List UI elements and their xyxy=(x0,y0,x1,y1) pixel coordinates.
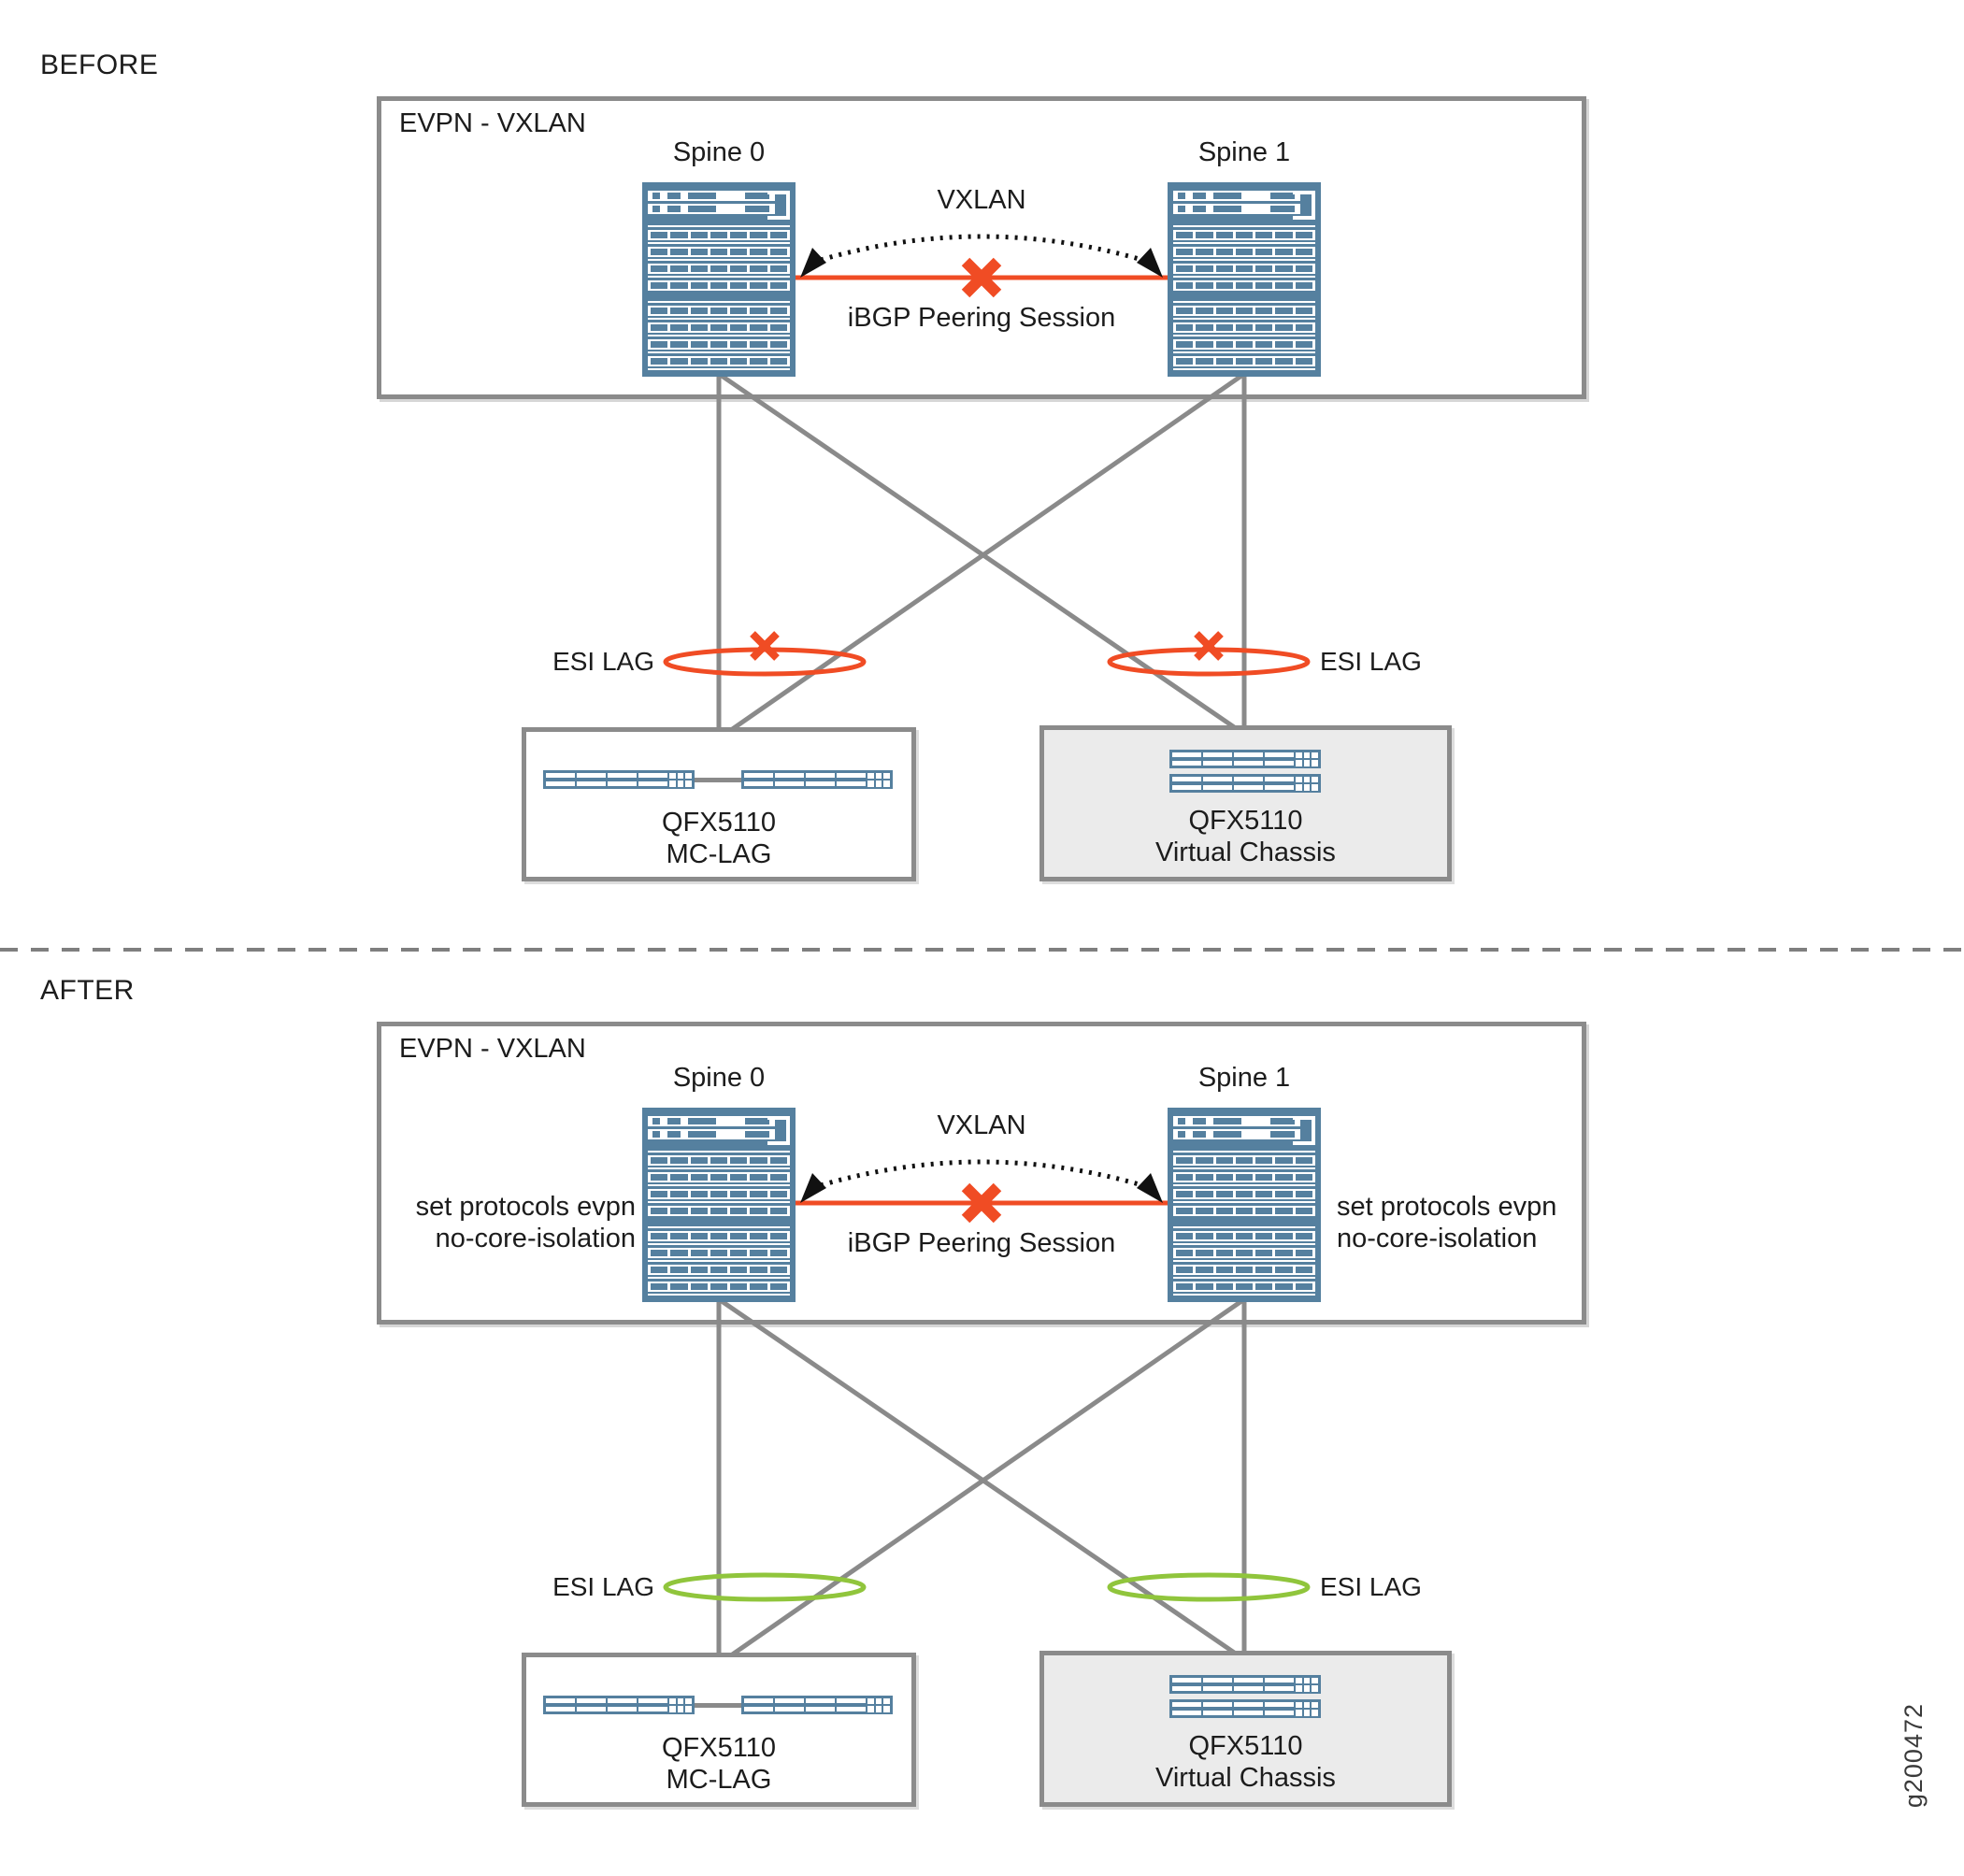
chassis-bracket-icon xyxy=(1293,191,1315,220)
spine0-label: Spine 0 xyxy=(672,1063,766,1093)
leaf-switch-icon xyxy=(1169,750,1321,768)
mclag-link xyxy=(695,1703,741,1708)
config-note-right: set protocols evpn no-core-isolation xyxy=(1337,1191,1617,1254)
before-after-divider xyxy=(0,948,1964,952)
device-role: MC-LAG xyxy=(666,839,772,869)
evpn-vxlan-group-box xyxy=(377,1022,1586,1325)
mclag-link xyxy=(695,778,741,782)
device-model: QFX5110 xyxy=(1188,806,1303,836)
device-role: MC-LAG xyxy=(666,1765,772,1795)
fabric-links xyxy=(716,1296,1247,1667)
mclag-device-box: QFX5110 MC-LAG xyxy=(522,1653,916,1807)
chassis-bracket-icon xyxy=(1293,1116,1315,1145)
before-section: BEFORE EVPN - VXLA xyxy=(0,0,1964,925)
config-command-line: set protocols evpn xyxy=(1337,1192,1557,1222)
device-role: Virtual Chassis xyxy=(1155,838,1336,867)
after-section: AFTER EVPN - VXLAN Spine 0 Spine 1 VXLAN… xyxy=(0,925,1964,1851)
leaf-switch-icon xyxy=(1169,1699,1321,1718)
esi-lag-ring-right xyxy=(1107,647,1311,677)
ibgp-session-label: iBGP Peering Session xyxy=(847,1228,1116,1258)
config-command-line: set protocols evpn xyxy=(415,1192,636,1222)
leaf-switch-icon xyxy=(741,1696,893,1714)
leaf-switch-icon xyxy=(741,770,893,789)
figure-id-watermark: g200472 xyxy=(1899,1703,1928,1809)
spine1-label: Spine 1 xyxy=(1197,137,1291,167)
chassis-bracket-icon xyxy=(767,191,790,220)
fabric-links xyxy=(716,371,1247,741)
esi-lag-ring-right xyxy=(1107,1572,1311,1602)
esi-lag-ring-left xyxy=(663,1572,867,1602)
spine1-label: Spine 1 xyxy=(1197,1063,1291,1093)
chassis-bracket-icon xyxy=(767,1116,790,1145)
spine1-switch-icon xyxy=(1168,182,1321,377)
vxlan-label: VXLAN xyxy=(937,1110,1026,1140)
spine1-switch-icon xyxy=(1168,1108,1321,1302)
mclag-device-box: QFX5110 MC-LAG xyxy=(522,727,916,881)
spine0-switch-icon xyxy=(642,182,796,377)
virtual-chassis-device-box: QFX5110 Virtual Chassis xyxy=(1039,725,1452,881)
esi-lag-label-left: ESI LAG xyxy=(552,647,654,676)
config-command-line: no-core-isolation xyxy=(1337,1224,1538,1253)
evpn-vxlan-group-box xyxy=(377,96,1586,399)
esi-failure-x-icon-left xyxy=(750,631,780,661)
leaf-switch-icon xyxy=(1169,1675,1321,1694)
leaf-switch-icon xyxy=(543,770,695,789)
vc-device-label: QFX5110 Virtual Chassis xyxy=(1044,805,1447,868)
evpn-vxlan-label: EVPN - VXLAN xyxy=(399,1034,586,1064)
esi-failure-x-icon-right xyxy=(1194,631,1224,661)
device-role: Virtual Chassis xyxy=(1155,1763,1336,1793)
esi-lag-label-right: ESI LAG xyxy=(1320,1572,1422,1601)
device-model: QFX5110 xyxy=(1188,1731,1303,1761)
after-title: AFTER xyxy=(40,975,135,1006)
esi-lag-label-right: ESI LAG xyxy=(1320,647,1422,676)
before-title: BEFORE xyxy=(40,50,159,80)
virtual-chassis-device-box: QFX5110 Virtual Chassis xyxy=(1039,1651,1452,1807)
device-model: QFX5110 xyxy=(662,1733,776,1763)
esi-lag-ring-left xyxy=(663,647,867,677)
ibgp-session-label: iBGP Peering Session xyxy=(847,303,1116,333)
leaf-switch-icon xyxy=(1169,774,1321,793)
config-note-left: set protocols evpn no-core-isolation xyxy=(381,1191,636,1254)
leaf-switch-icon xyxy=(543,1696,695,1714)
spine0-label: Spine 0 xyxy=(672,137,766,167)
config-command-line: no-core-isolation xyxy=(435,1224,636,1253)
mclag-device-label: QFX5110 MC-LAG xyxy=(526,807,911,870)
esi-lag-label-left: ESI LAG xyxy=(552,1572,654,1601)
vxlan-label: VXLAN xyxy=(937,185,1026,215)
mclag-device-label: QFX5110 MC-LAG xyxy=(526,1732,911,1796)
evpn-vxlan-label: EVPN - VXLAN xyxy=(399,108,586,138)
spine0-switch-icon xyxy=(642,1108,796,1302)
device-model: QFX5110 xyxy=(662,808,776,838)
vc-device-label: QFX5110 Virtual Chassis xyxy=(1044,1730,1447,1794)
